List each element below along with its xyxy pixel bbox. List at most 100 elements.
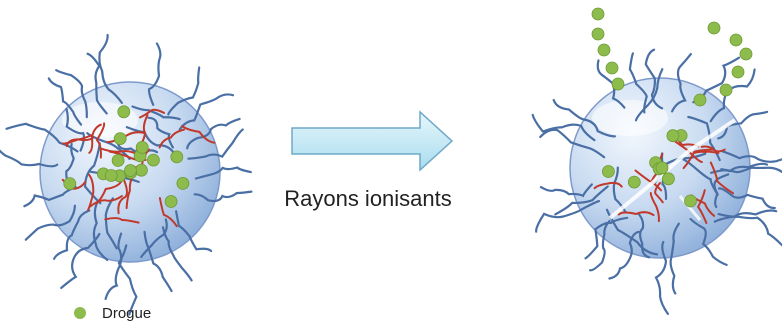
polymer-chain — [5, 122, 79, 153]
polymer-chain — [717, 187, 776, 210]
crosslink — [158, 128, 185, 149]
polymer-chain — [552, 98, 616, 138]
drug-particle — [113, 132, 127, 146]
drug-particle — [662, 172, 675, 186]
polymer-chain — [187, 128, 244, 160]
polymer-chain — [539, 128, 606, 159]
drug-particle — [176, 176, 190, 190]
polymer-chain — [671, 53, 692, 113]
polymer-chain — [717, 110, 769, 140]
released-drug-particle — [731, 65, 745, 79]
polymer-chain — [92, 201, 109, 261]
polymer-chain — [104, 232, 123, 300]
drug-particle — [135, 140, 149, 154]
released-drug-particle — [591, 7, 605, 21]
crosslink — [700, 145, 726, 153]
drug-particle — [170, 150, 184, 164]
polymer-chain — [628, 52, 648, 114]
drug-particles — [63, 105, 190, 208]
drug-particle — [684, 194, 697, 208]
polymer-chain — [193, 190, 253, 203]
polymer-chain — [186, 117, 241, 150]
drug-particle — [104, 169, 118, 182]
crosslink — [709, 161, 735, 195]
polymer-chain — [612, 166, 627, 213]
polymer-chain — [143, 230, 173, 293]
polymer-chain — [713, 209, 778, 223]
crosslink — [617, 211, 655, 217]
fracture-line — [608, 118, 737, 220]
polymer-chain — [539, 183, 593, 198]
polymer-chain — [654, 240, 669, 315]
crosslink — [62, 136, 95, 145]
polymer-chain — [83, 142, 102, 205]
polymer-chain — [131, 105, 181, 121]
legend: Drogue — [74, 305, 151, 322]
degraded-nanogel — [531, 7, 782, 315]
intact-nanogel — [0, 33, 253, 316]
sphere-highlight — [592, 100, 668, 136]
polymer-chain — [178, 93, 235, 131]
process-arrow — [291, 110, 454, 172]
released-drug-particle — [693, 93, 707, 107]
drug-particle — [666, 129, 680, 143]
polymer-chain — [147, 116, 174, 149]
polymer-chain — [669, 222, 680, 295]
polymer-chain — [713, 173, 730, 209]
released-drug-particles — [591, 7, 753, 107]
crosslink — [593, 181, 623, 190]
released-drug-particle — [611, 77, 625, 91]
polymer-chain — [53, 209, 91, 260]
drug-particle — [655, 161, 669, 175]
drug-particle — [123, 164, 137, 177]
polymer-chain — [634, 68, 664, 122]
polymer-chain — [589, 219, 611, 272]
polymer-chain — [161, 226, 193, 282]
polymer-chain — [531, 113, 596, 142]
polymer-chain — [535, 200, 601, 233]
crosslink — [696, 189, 708, 224]
polymer-chain — [167, 66, 201, 116]
released-drug-particle — [739, 47, 753, 61]
drug-particle — [63, 177, 77, 191]
polymer-chain — [721, 150, 782, 163]
crosslink — [692, 150, 720, 155]
crosslink — [95, 180, 123, 205]
crosslink — [649, 192, 660, 223]
polymer-chain — [710, 162, 769, 174]
legend-drug-label: Drogue — [102, 305, 151, 322]
polymer-chain — [104, 197, 118, 250]
polymer-chain — [24, 204, 76, 241]
polymer-chain — [125, 126, 175, 154]
polymer-chain — [194, 166, 252, 180]
drug-particles — [602, 129, 697, 208]
polymer-chains — [0, 33, 253, 316]
crosslink — [654, 182, 664, 204]
fracture-line — [678, 195, 702, 221]
released-drug-particle — [605, 61, 619, 75]
polymer-chain — [140, 218, 168, 258]
crosslink — [104, 217, 140, 224]
polymer-chain — [689, 217, 728, 266]
polymer-chain — [709, 68, 756, 123]
drug-particle — [117, 105, 131, 119]
crosslink — [95, 122, 106, 159]
polymer-chain — [47, 77, 83, 126]
drug-particle — [164, 195, 178, 208]
polymer-chain — [55, 69, 88, 119]
drug-particle — [146, 153, 160, 167]
polymer-chain — [86, 52, 108, 115]
polymer-chain — [98, 33, 123, 104]
crosslink — [181, 125, 216, 144]
polymer-chain — [0, 149, 59, 168]
crosslink — [158, 197, 178, 228]
process-label: Rayons ionisants — [284, 186, 452, 211]
released-drug-particle — [597, 43, 611, 57]
polymer-chain — [175, 210, 213, 253]
polymer-chain — [23, 185, 77, 208]
released-drug-particle — [729, 33, 743, 47]
polymer-chain — [147, 42, 162, 106]
crosslinks — [61, 108, 216, 228]
drug-particle — [134, 163, 148, 177]
